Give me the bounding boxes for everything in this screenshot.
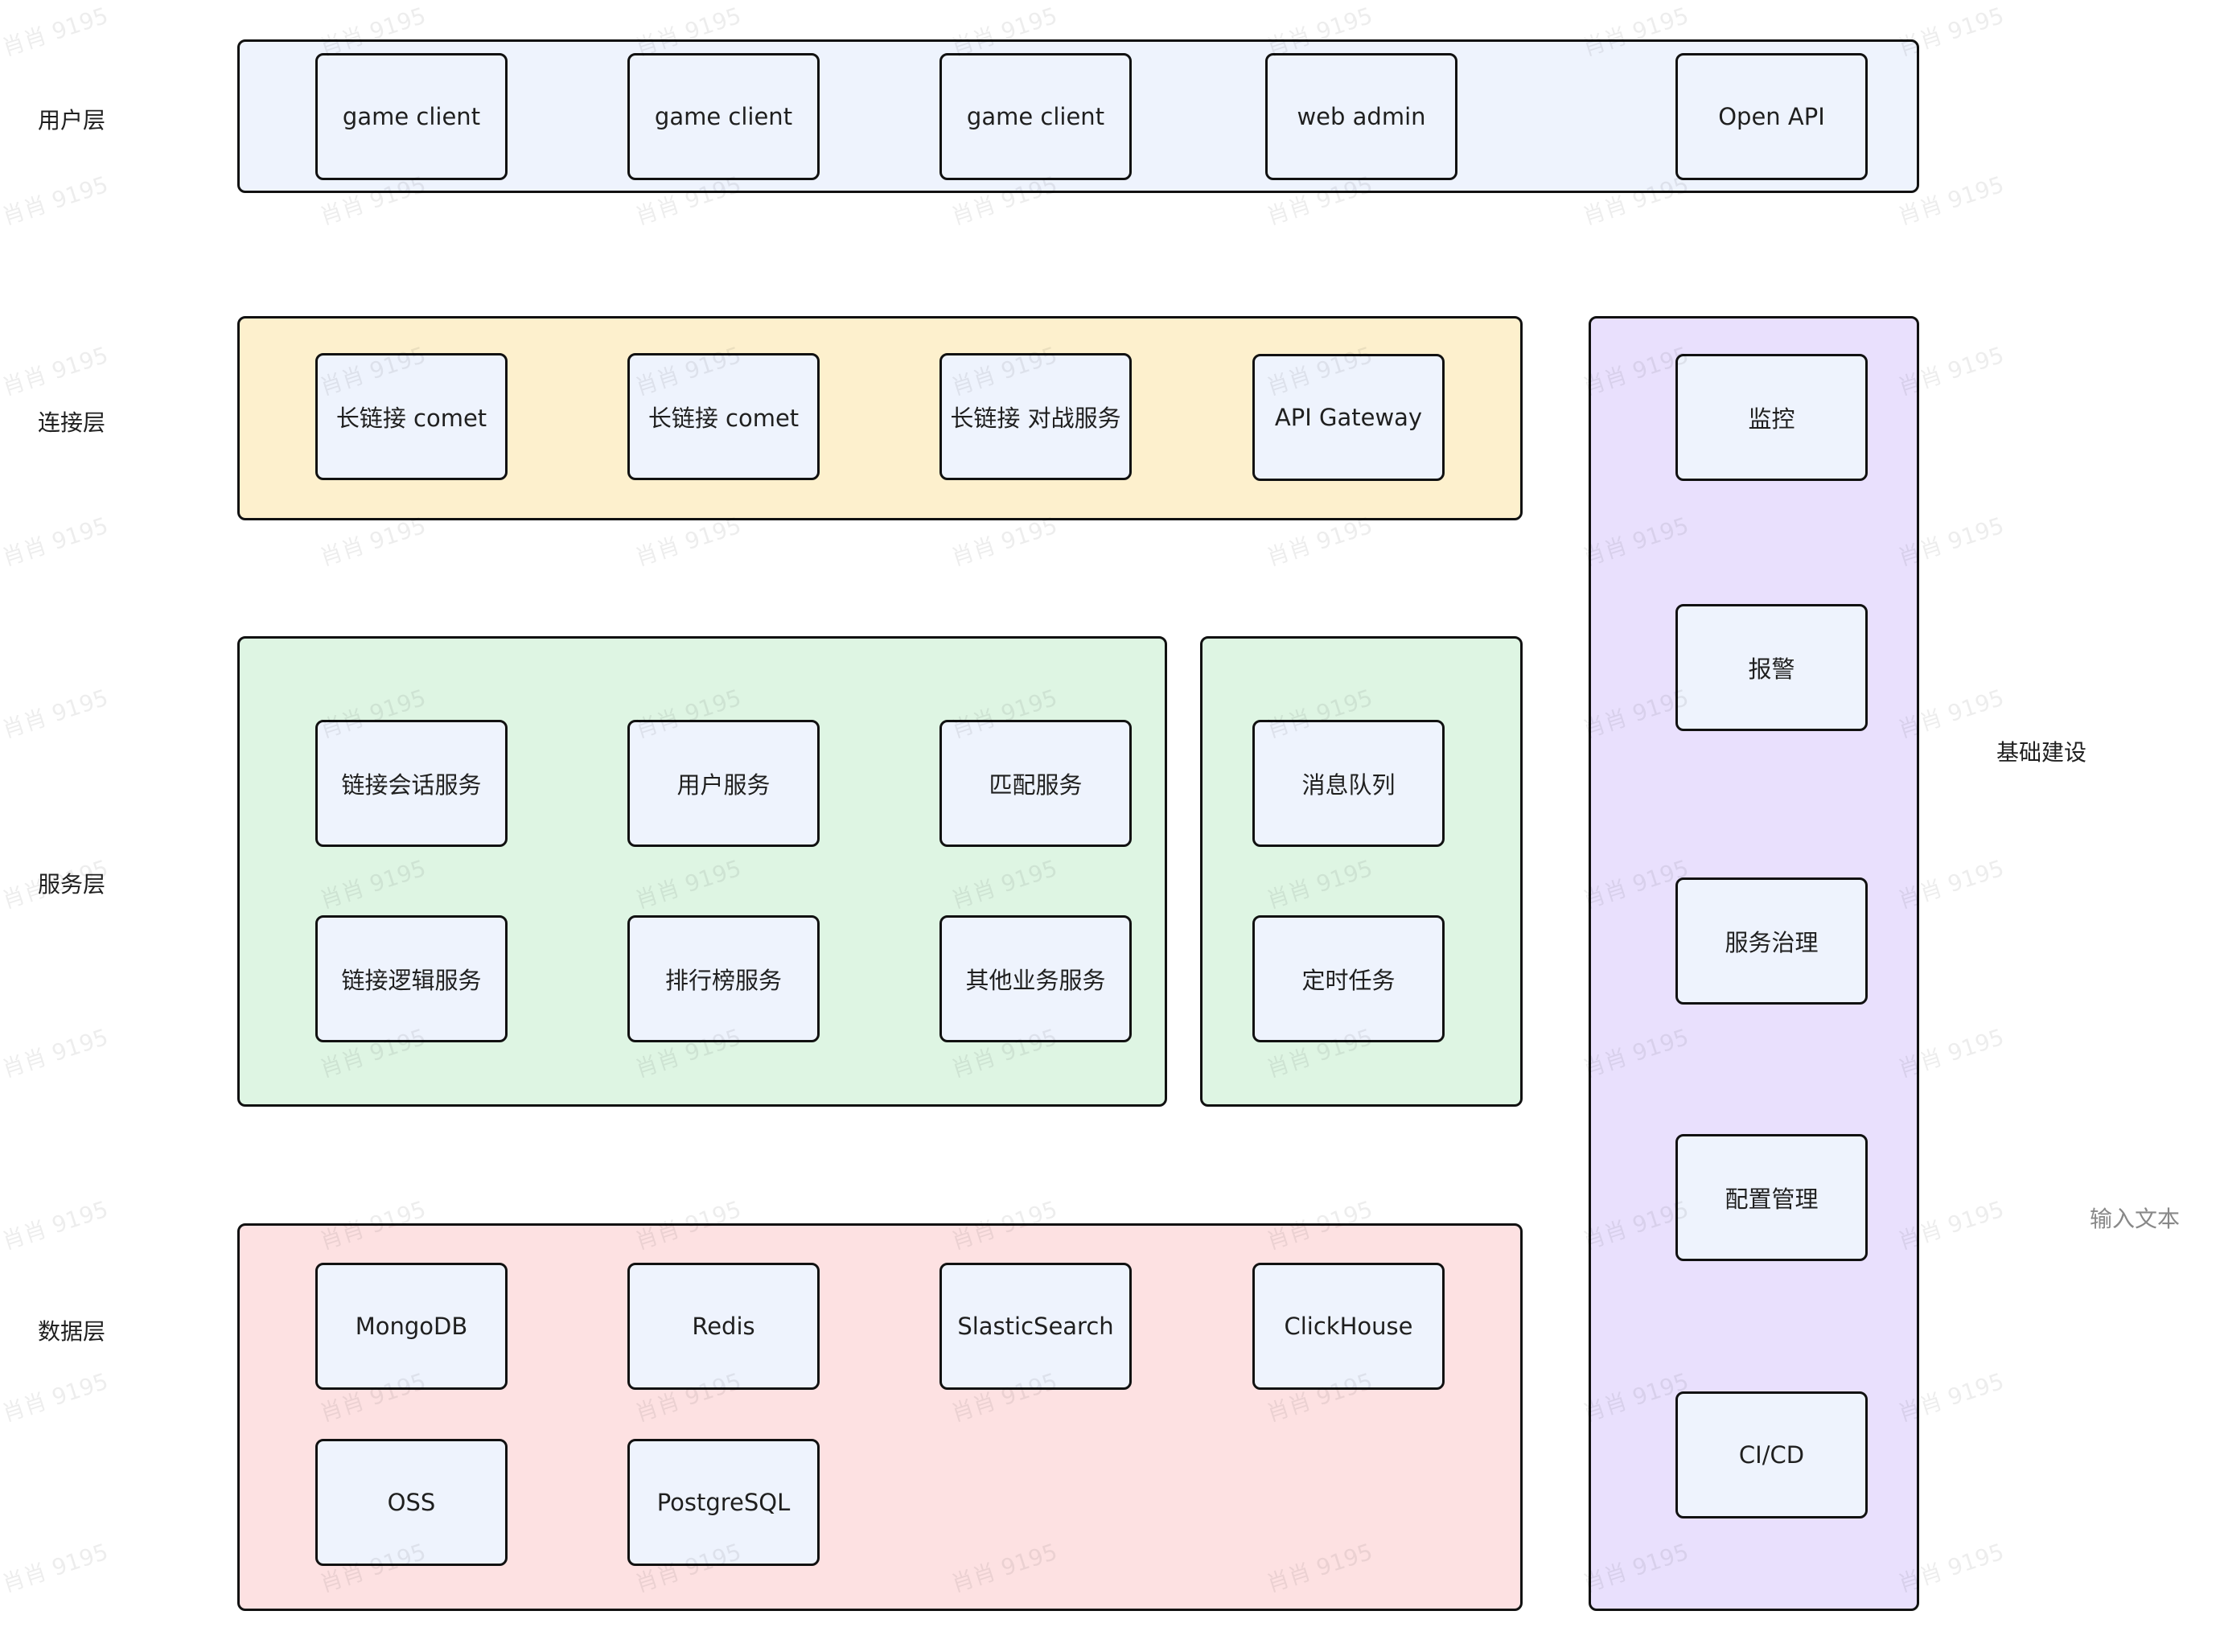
data-node-postgresql[interactable]: PostgreSQL	[627, 1439, 820, 1566]
data-node-slasticsearch[interactable]: SlasticSearch	[939, 1263, 1132, 1390]
layer-label-service: 服务层	[38, 871, 106, 898]
infra-node-alerting[interactable]: 报警	[1675, 604, 1868, 731]
svc-node-user[interactable]: 用户服务	[627, 720, 820, 847]
infra-node-config-management[interactable]: 配置管理	[1675, 1134, 1868, 1261]
conn-node-api-gateway[interactable]: API Gateway	[1252, 354, 1445, 481]
svc-node-other[interactable]: 其他业务服务	[939, 915, 1132, 1042]
svc-node-logic[interactable]: 链接逻辑服务	[315, 915, 508, 1042]
layer-label-data: 数据层	[38, 1318, 106, 1345]
user-node-game-client-3[interactable]: game client	[939, 53, 1132, 180]
svc-node-match[interactable]: 匹配服务	[939, 720, 1132, 847]
infra-node-monitoring[interactable]: 监控	[1675, 354, 1868, 481]
user-node-game-client-1[interactable]: game client	[315, 53, 508, 180]
text-input-placeholder[interactable]: 输入文本	[2090, 1206, 2181, 1232]
data-node-clickhouse[interactable]: ClickHouse	[1252, 1263, 1445, 1390]
layer-label-user: 用户层	[38, 107, 106, 134]
infra-node-cicd[interactable]: CI/CD	[1675, 1391, 1868, 1518]
data-node-mongodb[interactable]: MongoDB	[315, 1263, 508, 1390]
svc-node-message-queue[interactable]: 消息队列	[1252, 720, 1445, 847]
conn-node-comet-2[interactable]: 长链接 comet	[627, 353, 820, 480]
user-node-web-admin[interactable]: web admin	[1265, 53, 1457, 180]
conn-node-comet-1[interactable]: 长链接 comet	[315, 353, 508, 480]
svc-node-leaderboard[interactable]: 排行榜服务	[627, 915, 820, 1042]
infra-node-service-governance[interactable]: 服务治理	[1675, 877, 1868, 1005]
conn-node-battle-service[interactable]: 长链接 对战服务	[939, 353, 1132, 480]
user-node-game-client-2[interactable]: game client	[627, 53, 820, 180]
user-node-open-api[interactable]: Open API	[1675, 53, 1868, 180]
data-node-redis[interactable]: Redis	[627, 1263, 820, 1390]
svc-node-scheduled-task[interactable]: 定时任务	[1252, 915, 1445, 1042]
svc-node-session[interactable]: 链接会话服务	[315, 720, 508, 847]
infrastructure-label: 基础建设	[1996, 739, 2087, 766]
data-node-oss[interactable]: OSS	[315, 1439, 508, 1566]
layer-label-connection: 连接层	[38, 409, 106, 436]
